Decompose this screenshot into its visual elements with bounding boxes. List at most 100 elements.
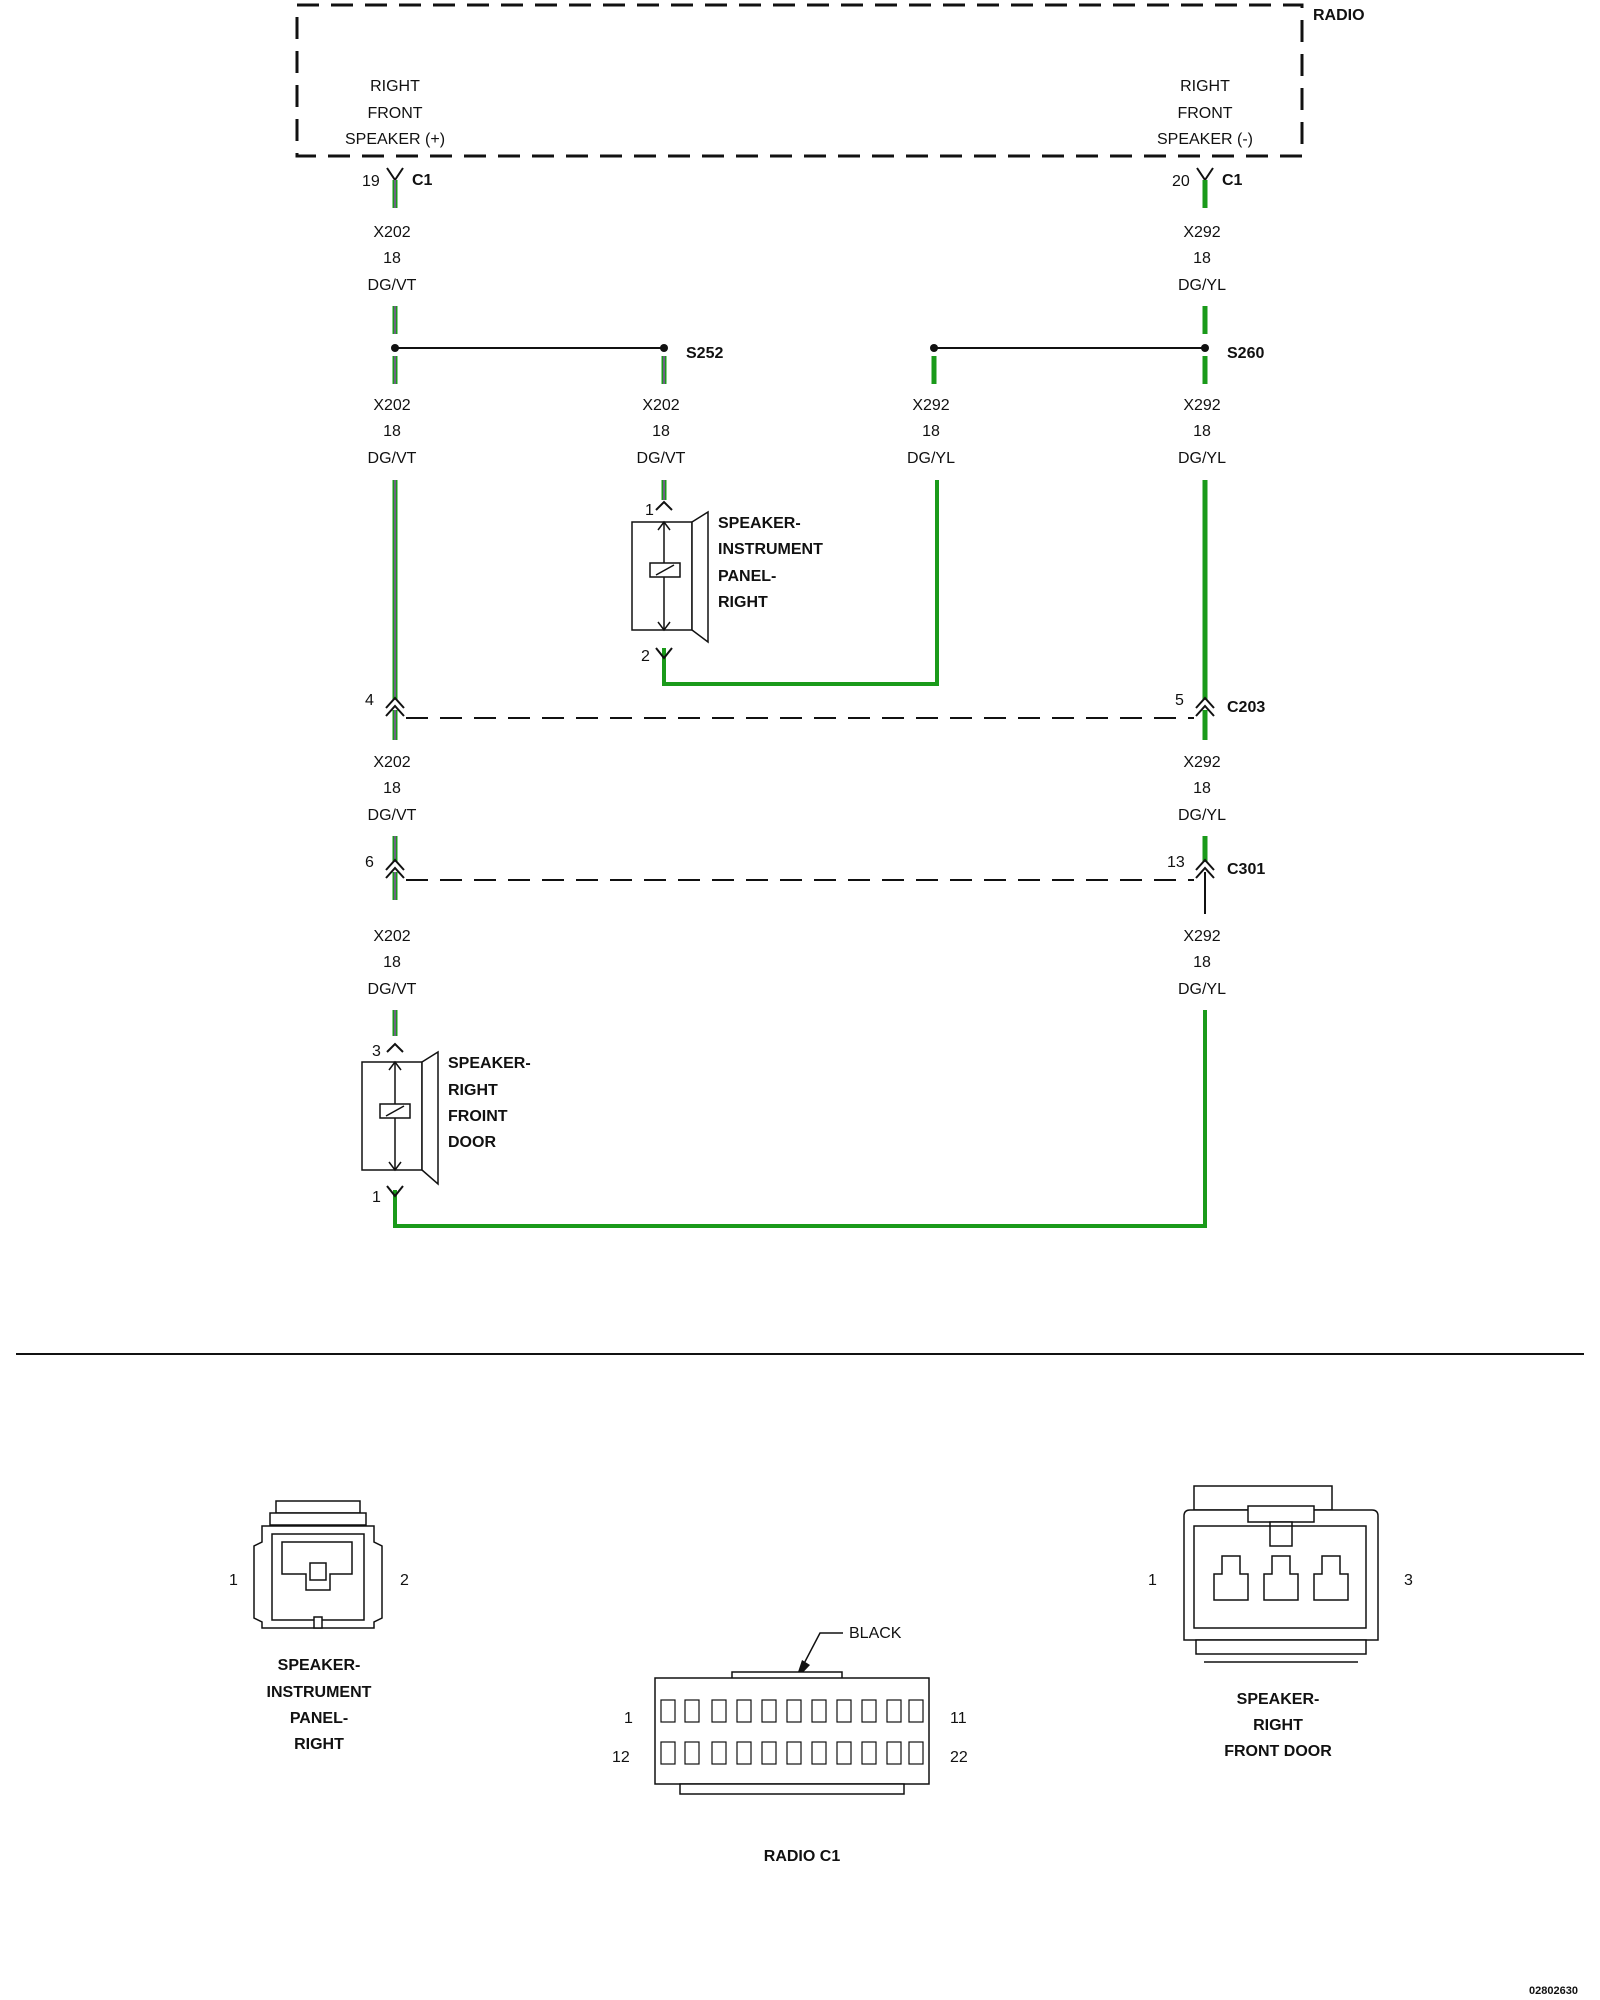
connector-view-panel-speaker: 1 2 SPEAKER- INSTRUMENT PANEL- RIGHT bbox=[229, 1500, 409, 1753]
component-label: FROINT bbox=[448, 1108, 508, 1125]
wire-label-w9: X202 18 DG/VT bbox=[368, 928, 417, 998]
pin-number: 22 bbox=[950, 1749, 968, 1766]
connector-cavity bbox=[1193, 1525, 1367, 1629]
speaker-instrument-panel-right: 1 2 SPEAKER- INSTRUMENT PANEL- RIGHT bbox=[631, 500, 823, 665]
splice-dot bbox=[1201, 344, 1209, 352]
connector-view-radio-c1: BLACK bbox=[612, 1625, 968, 1865]
wire-gauge: 18 bbox=[1193, 954, 1211, 971]
speaker-coil-slash bbox=[385, 1105, 405, 1117]
pin-number: 3 bbox=[1404, 1572, 1413, 1589]
circuit-id: X292 bbox=[1183, 397, 1220, 414]
connector-c301: 6 13 C301 bbox=[365, 854, 1265, 881]
wire-x292-segments bbox=[393, 180, 1208, 1228]
connector-view-label: INSTRUMENT bbox=[267, 1684, 372, 1701]
connector-view-label: RIGHT bbox=[1253, 1717, 1303, 1734]
male-terminal-icon bbox=[655, 500, 673, 511]
color-callout: BLACK bbox=[849, 1625, 902, 1642]
wire-x202-segments bbox=[392, 180, 667, 1036]
male-female-terminal-icon bbox=[385, 696, 405, 717]
splice-name: S260 bbox=[1227, 345, 1264, 362]
connector-name: C1 bbox=[1222, 172, 1243, 189]
cavity-19 bbox=[836, 1741, 852, 1765]
cavity-14 bbox=[711, 1741, 727, 1765]
component-label: RIGHT bbox=[448, 1082, 498, 1099]
pin-number: 5 bbox=[1175, 692, 1184, 709]
cavity-9 bbox=[861, 1699, 877, 1723]
component-label: DOOR bbox=[448, 1134, 496, 1151]
wire-gauge: 18 bbox=[1193, 250, 1211, 267]
cavity-10 bbox=[886, 1699, 902, 1723]
cavity-6 bbox=[786, 1699, 802, 1723]
terminal-cavity-3 bbox=[1313, 1555, 1349, 1601]
cavity-12 bbox=[660, 1741, 676, 1765]
radio-title: RADIO bbox=[1313, 7, 1365, 24]
wire-color: DG/VT bbox=[368, 277, 417, 294]
speaker-cone-icon bbox=[421, 1050, 439, 1186]
wire-color: DG/VT bbox=[368, 981, 417, 998]
pin-number: 1 bbox=[624, 1710, 633, 1727]
cavity-17 bbox=[786, 1741, 802, 1765]
cavity-16 bbox=[761, 1741, 777, 1765]
component-label: INSTRUMENT bbox=[718, 541, 823, 558]
pin-number: 20 bbox=[1172, 173, 1190, 190]
connector-view-label: RIGHT bbox=[294, 1736, 344, 1753]
wire-label-w1: X202 18 DG/VT bbox=[368, 224, 417, 294]
lock-tab-stem bbox=[1269, 1521, 1293, 1547]
circuit-id: X202 bbox=[373, 397, 410, 414]
wire-gauge: 18 bbox=[383, 780, 401, 797]
wire-label-w7: X202 18 DG/VT bbox=[368, 754, 417, 824]
splice-dot bbox=[660, 344, 668, 352]
wire-color: DG/YL bbox=[1178, 277, 1226, 294]
cavity-4 bbox=[736, 1699, 752, 1723]
circuit-id: X292 bbox=[1183, 928, 1220, 945]
male-terminal-icon bbox=[386, 1042, 404, 1053]
wire-gauge: 18 bbox=[383, 250, 401, 267]
wire-gauge: 18 bbox=[383, 954, 401, 971]
female-terminal-icon bbox=[386, 1185, 404, 1198]
cavity-7 bbox=[811, 1699, 827, 1723]
male-female-terminal-icon bbox=[1195, 696, 1215, 717]
cavity-3 bbox=[711, 1699, 727, 1723]
connector-name: C203 bbox=[1227, 699, 1265, 716]
component-label: RIGHT bbox=[718, 594, 768, 611]
connector-name: C301 bbox=[1227, 861, 1265, 878]
cavity-row-top bbox=[660, 1699, 924, 1723]
terminal-slot bbox=[309, 1562, 327, 1581]
connector-base bbox=[679, 1783, 905, 1795]
wire-return-panel bbox=[662, 480, 939, 686]
splice-name: S252 bbox=[686, 345, 723, 362]
speaker-arrows bbox=[388, 1060, 402, 1172]
speaker-right-front-door: 3 1 SPEAKER- RIGHT FROINT DOOR bbox=[361, 1042, 531, 1206]
splice-dot bbox=[391, 344, 399, 352]
wire-gauge: 18 bbox=[652, 423, 670, 440]
pin-number: 11 bbox=[950, 1710, 967, 1727]
terminal-cavity-2 bbox=[1263, 1555, 1299, 1601]
polarizing-tab bbox=[313, 1616, 323, 1629]
connector-view-label: PANEL- bbox=[290, 1710, 348, 1727]
cavity-1 bbox=[660, 1699, 676, 1723]
wire-label-w4: X202 18 DG/VT bbox=[637, 397, 686, 467]
circuit-id: X202 bbox=[373, 224, 410, 241]
cavity-2 bbox=[684, 1699, 700, 1723]
pin-number: 6 bbox=[365, 854, 374, 871]
wire-label-w3: X202 18 DG/VT bbox=[368, 397, 417, 467]
connector-view-label: RADIO C1 bbox=[764, 1848, 841, 1865]
splice-dot bbox=[930, 344, 938, 352]
radio-dashed-border bbox=[295, 3, 1304, 158]
circuit-id: X202 bbox=[373, 928, 410, 945]
circuit-id: X292 bbox=[1183, 224, 1220, 241]
component-label: PANEL- bbox=[718, 568, 776, 585]
cavity-22 bbox=[908, 1741, 924, 1765]
connector-latch bbox=[275, 1500, 361, 1514]
speaker-arrows bbox=[657, 520, 671, 632]
wire-label-w10: X292 18 DG/YL bbox=[1178, 928, 1226, 998]
wire-color: DG/VT bbox=[368, 807, 417, 824]
cavity-grid bbox=[660, 1699, 924, 1765]
radio-right-pin-label-3: SPEAKER (-) bbox=[1157, 131, 1253, 148]
wire-color: DG/VT bbox=[637, 450, 686, 467]
pin-number: 2 bbox=[641, 648, 650, 665]
wire-label-w2: X292 18 DG/YL bbox=[1178, 224, 1226, 294]
wire-gauge: 18 bbox=[383, 423, 401, 440]
wire-labels: X202 18 DG/VT X292 18 DG/YL X202 18 DG/V… bbox=[368, 224, 1227, 998]
